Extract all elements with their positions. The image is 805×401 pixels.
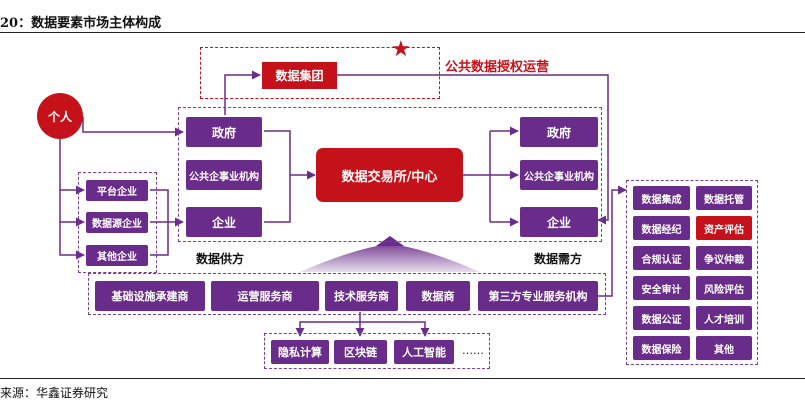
source-note: 来源：华鑫证券研究 (0, 386, 109, 400)
market-frame (178, 107, 602, 242)
service-talent-training: 人才培训 (696, 306, 752, 330)
service-risk-assessment: 风险评估 (696, 276, 752, 300)
enterprise-platform: 平台企业 (86, 180, 148, 201)
tech-blockchain: 区块链 (334, 340, 387, 364)
service-providers-frame (88, 273, 606, 315)
service-data-notary: 数据公证 (633, 306, 690, 330)
service-data-custody: 数据托管 (696, 186, 752, 210)
tech-frame (264, 333, 490, 369)
enterprise-types-frame (78, 172, 157, 273)
service-security-audit: 安全审计 (633, 276, 690, 300)
service-arbitration: 争议仲裁 (696, 246, 752, 270)
provider-infrastructure: 基础设施承建商 (95, 281, 205, 311)
demand-public-institution: 公共企事业机构 (520, 160, 598, 190)
demand-enterprise: 企业 (520, 207, 598, 237)
figure-title: 20：数据要素市场主体构成 (0, 16, 162, 31)
provider-third-party: 第三方专业服务机构 (478, 281, 598, 311)
person-circle: 个人 (37, 93, 83, 139)
third-party-services-frame (626, 180, 758, 365)
data-exchange-box: 数据交易所/中心 (316, 148, 463, 202)
public-auth-label: 公共数据授权运营 (445, 60, 550, 75)
bottom-rule (0, 378, 805, 379)
enterprise-other: 其他企业 (86, 245, 148, 266)
tech-privacy-computing: 隐私计算 (271, 340, 329, 364)
service-data-brokerage: 数据经纪 (633, 216, 690, 240)
supply-government: 政府 (186, 117, 262, 147)
demand-label: 数据需方 (534, 252, 583, 266)
provider-technology: 技术服务商 (325, 281, 398, 311)
service-data-insurance: 数据保险 (633, 336, 690, 360)
service-asset-valuation: 资产评估 (696, 216, 752, 240)
tech-ellipsis: …… (462, 344, 484, 357)
service-data-integration: 数据集成 (633, 186, 690, 210)
data-group-box: 数据集团 (262, 62, 337, 89)
supply-label: 数据供方 (196, 252, 245, 266)
public-auth-frame (200, 47, 440, 99)
service-other: 其他 (696, 336, 752, 360)
star-icon: ★ (391, 37, 411, 62)
top-rule (0, 32, 805, 33)
tech-ai: 人工智能 (394, 340, 454, 364)
demand-government: 政府 (520, 117, 598, 147)
provider-data-merchant: 数据商 (406, 281, 470, 311)
supply-enterprise: 企业 (186, 207, 262, 237)
supply-public-institution: 公共企事业机构 (186, 160, 262, 190)
enterprise-data-source: 数据源企业 (86, 212, 148, 233)
provider-operation: 运营服务商 (211, 281, 319, 311)
service-compliance-cert: 合规认证 (633, 246, 690, 270)
